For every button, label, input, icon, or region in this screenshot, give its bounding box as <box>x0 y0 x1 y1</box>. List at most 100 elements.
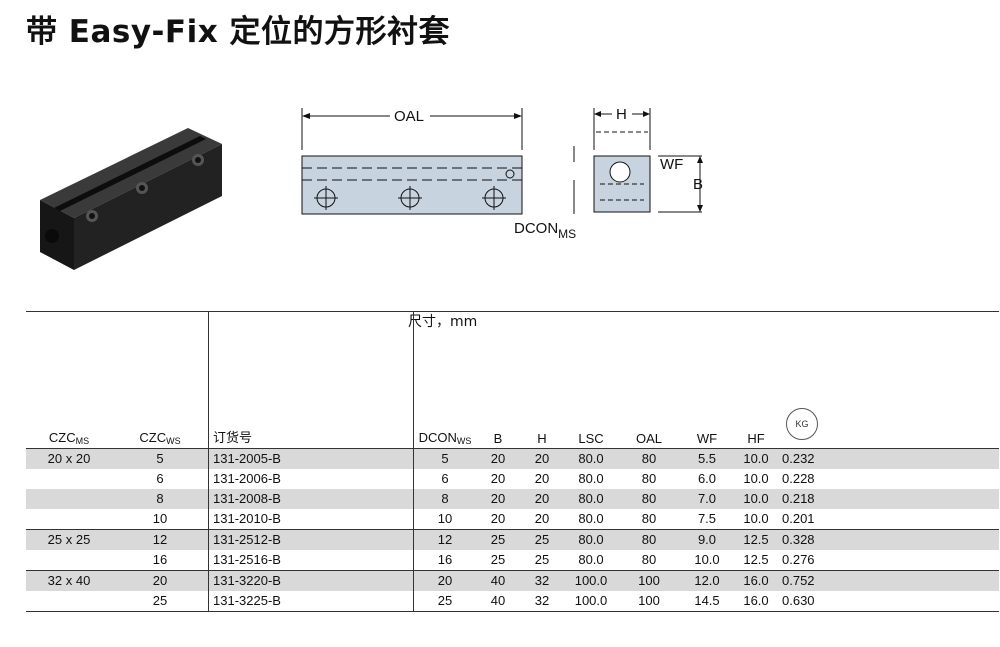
table-header-row: CZCMS CZCWS 订货号 DCONWS B H LSC OAL WF HF… <box>26 312 999 449</box>
oal-label: OAL <box>394 108 424 125</box>
cell-hf: 16.0 <box>734 570 778 591</box>
cell-lsc: 100.0 <box>564 570 618 591</box>
cell-oal: 100 <box>618 591 680 612</box>
cell-b: 25 <box>476 529 520 550</box>
cell-h: 20 <box>534 471 550 486</box>
header-czc-ms: CZCMS <box>26 312 112 449</box>
dcon-label: DCONMS <box>514 220 576 240</box>
cell-dcon: 16 <box>413 550 476 571</box>
cell-order: 131-2006-B <box>208 469 414 489</box>
cell-kg: 0.232 <box>778 448 826 469</box>
cell-czc-ms: 25 x 25 <box>26 529 112 550</box>
cell-h: 25 <box>534 552 550 567</box>
cell-hf: 16.0 <box>734 591 778 612</box>
cell-b: 20 <box>476 489 520 509</box>
header-order-number: 订货号 <box>208 312 414 449</box>
header-weight: KG <box>778 312 826 449</box>
cell-wf: 12.0 <box>680 570 734 591</box>
header-oal: OAL <box>618 312 680 449</box>
cell-hf: 12.5 <box>743 552 769 567</box>
weight-kg-icon: KG <box>786 408 818 440</box>
cell-oal: 80 <box>618 448 680 469</box>
header-hf: HF <box>734 312 778 449</box>
end-view-drawing: H WF B <box>573 106 703 214</box>
cell-czc-ms <box>26 550 112 571</box>
cell-wf: 7.0 <box>680 489 734 509</box>
cell-b: 20 <box>490 471 506 486</box>
cell-wf: 9.0 <box>680 529 734 550</box>
cell-czc-ws: 6 <box>156 471 164 486</box>
cell-kg: 0.201 <box>782 511 815 526</box>
header-wf: WF <box>680 312 734 449</box>
cell-wf: 5.5 <box>680 448 734 469</box>
product-image <box>40 128 222 270</box>
cell-order: 131-2010-B <box>208 509 414 530</box>
cell-lsc: 80.0 <box>564 529 618 550</box>
cell-dcon: 6 <box>413 469 476 489</box>
cell-order: 131-2516-B <box>208 550 414 571</box>
cell-b: 40 <box>476 570 520 591</box>
cell-czc-ms <box>26 469 112 489</box>
header-dcon: DCONWS <box>413 312 476 449</box>
cell-oal: 80 <box>618 529 680 550</box>
spec-table: CZCMS CZCWS 订货号 DCONWS B H LSC OAL WF HF… <box>26 311 999 612</box>
cell-lsc: 80.0 <box>578 552 604 567</box>
header-h: H <box>520 312 564 449</box>
cell-czc-ws: 10 <box>152 511 168 526</box>
cell-b: 25 <box>490 552 506 567</box>
cell-order: 131-3220-B <box>208 570 414 591</box>
cell-h: 20 <box>534 511 550 526</box>
cell-h: 20 <box>520 489 564 509</box>
cell-czc-ws: 5 <box>112 448 209 469</box>
cell-h: 25 <box>520 529 564 550</box>
cell-czc-ms: 20 x 20 <box>26 448 112 469</box>
cell-lsc: 80.0 <box>578 511 604 526</box>
cell-czc-ws: 25 <box>112 591 209 612</box>
cell-oal: 80 <box>641 511 657 526</box>
cell-hf: 10.0 <box>743 511 769 526</box>
cell-czc-ws: 20 <box>112 570 209 591</box>
wf-label: WF <box>660 156 683 173</box>
cell-czc-ws: 12 <box>112 529 209 550</box>
cell-b: 20 <box>476 448 520 469</box>
cell-wf: 7.5 <box>697 511 717 526</box>
cell-lsc: 80.0 <box>564 489 618 509</box>
cell-czc-ws: 16 <box>152 552 168 567</box>
cell-hf: 10.0 <box>734 448 778 469</box>
cell-hf: 10.0 <box>734 489 778 509</box>
cell-b: 40 <box>476 591 520 612</box>
cell-czc-ms <box>26 591 112 612</box>
cell-h: 20 <box>520 448 564 469</box>
page-title: 带 Easy-Fix 定位的方形衬套 <box>26 14 451 50</box>
cell-h: 32 <box>520 591 564 612</box>
cell-czc-ms <box>26 489 112 509</box>
cell-hf: 10.0 <box>743 471 769 486</box>
cell-order: 131-2008-B <box>208 489 414 509</box>
cell-oal: 80 <box>641 471 657 486</box>
cell-kg: 0.276 <box>782 552 815 567</box>
cell-order: 131-2512-B <box>208 529 414 550</box>
b-label: B <box>693 176 703 193</box>
cell-wf: 10.0 <box>694 552 720 567</box>
cell-dcon: 8 <box>413 489 476 509</box>
cell-dcon: 20 <box>413 570 476 591</box>
cell-kg: 0.228 <box>782 471 815 486</box>
cell-h: 32 <box>520 570 564 591</box>
cell-czc-ws: 8 <box>112 489 209 509</box>
cell-b: 20 <box>490 511 506 526</box>
cell-order: 131-3225-B <box>208 591 414 612</box>
header-czc-ws: CZCWS <box>112 312 209 449</box>
cell-kg: 0.752 <box>778 570 826 591</box>
cell-hf: 12.5 <box>734 529 778 550</box>
cell-order: 131-2005-B <box>208 448 414 469</box>
side-view-drawing: OAL DCONMS <box>301 108 576 240</box>
cell-oal: 80 <box>641 552 657 567</box>
cell-lsc: 100.0 <box>564 591 618 612</box>
